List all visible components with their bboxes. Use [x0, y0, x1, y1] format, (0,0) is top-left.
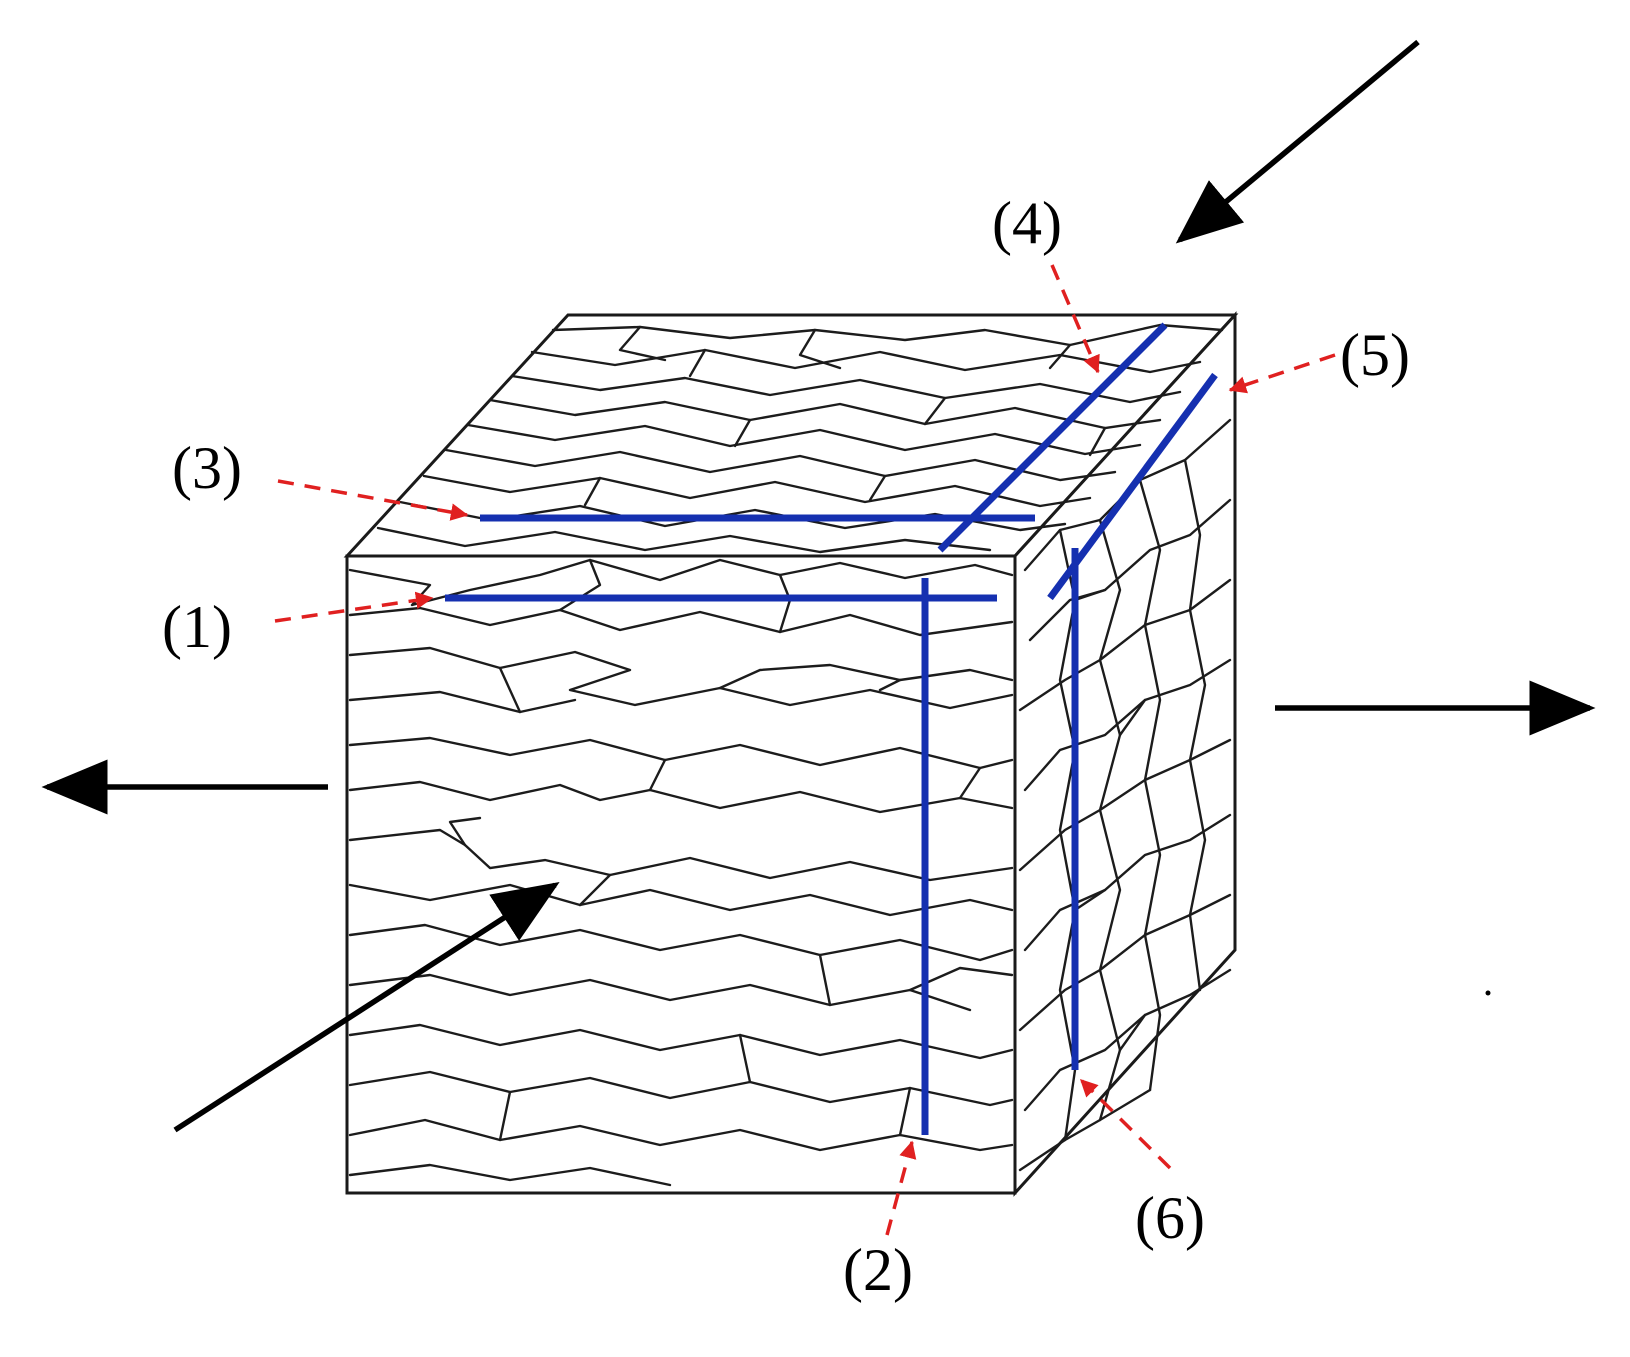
label-2: (2) [843, 1237, 913, 1303]
leader-5 [1228, 353, 1336, 394]
arrow-top-right-diagonal [1175, 39, 1420, 244]
right-face-grains [1018, 418, 1232, 1172]
arrow-bottom-left-diagonal [173, 882, 560, 1133]
load-arrows [41, 39, 1596, 1133]
line-4-top-diagonal [937, 322, 1168, 553]
leader-lines [274, 264, 1336, 1236]
label-4: (4) [992, 190, 1062, 256]
label-5: (5) [1340, 322, 1410, 388]
label-3: (3) [172, 435, 242, 501]
labels: (1) (2) (3) (4) (5) (6) [162, 190, 1410, 1303]
label-6: (6) [1135, 1185, 1205, 1251]
front-face-grains [348, 558, 1014, 1187]
leader-3 [277, 479, 469, 521]
label-1: (1) [162, 594, 232, 660]
cube-front-face [345, 554, 1017, 1195]
leader-4 [1050, 264, 1100, 374]
leader-6 [1079, 1078, 1172, 1170]
measurement-lines [445, 322, 1218, 1135]
stray-dot [1485, 990, 1491, 996]
